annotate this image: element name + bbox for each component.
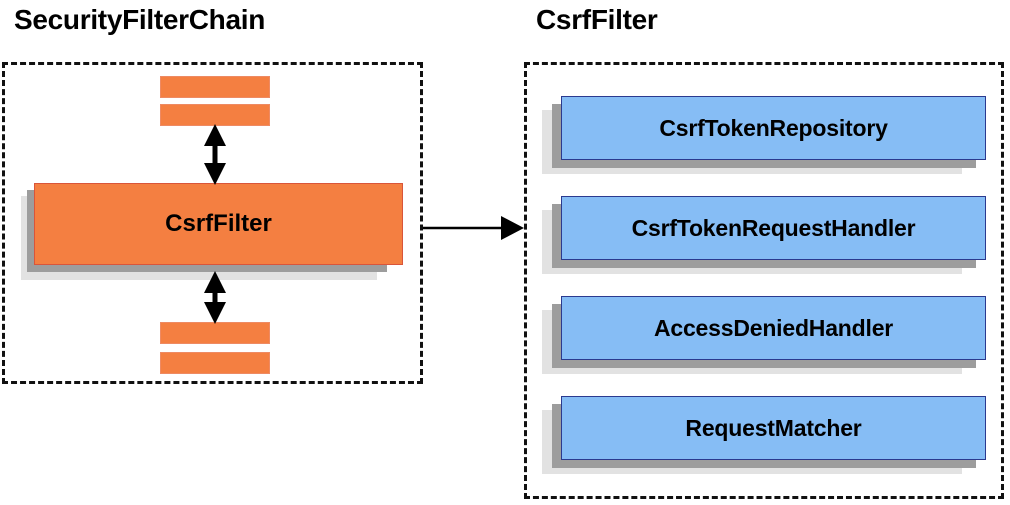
panel-title-security-filter-chain: SecurityFilterChain (14, 4, 266, 35)
panel-title-csrf-filter: CsrfFilter (536, 4, 658, 35)
component-card-request-matcher[interactable]: RequestMatcher (561, 396, 986, 460)
component-card-csrf-token-request-handler[interactable]: CsrfTokenRequestHandler (561, 196, 986, 260)
component-card-1-label: CsrfTokenRepository (659, 114, 888, 141)
component-card-4-label: RequestMatcher (685, 414, 862, 441)
csrf-filter-card-label: CsrfFilter (165, 210, 272, 237)
filter-bar-top-2 (160, 104, 270, 126)
security-filter-chain-panel (2, 62, 423, 384)
component-card-csrf-token-repository[interactable]: CsrfTokenRepository (561, 96, 986, 160)
component-card-access-denied-handler[interactable]: AccessDeniedHandler (561, 296, 986, 360)
filter-bar-top-1 (160, 76, 270, 98)
component-card-3-label: AccessDeniedHandler (653, 314, 894, 341)
expands-into-arrow-icon (423, 216, 524, 240)
filter-bar-bottom-1 (160, 322, 270, 344)
component-card-2-label: CsrfTokenRequestHandler (631, 214, 916, 241)
csrf-filter-card[interactable]: CsrfFilter (34, 183, 403, 265)
csrf-filter-panel (524, 62, 1004, 499)
filter-bar-bottom-2 (160, 352, 270, 374)
